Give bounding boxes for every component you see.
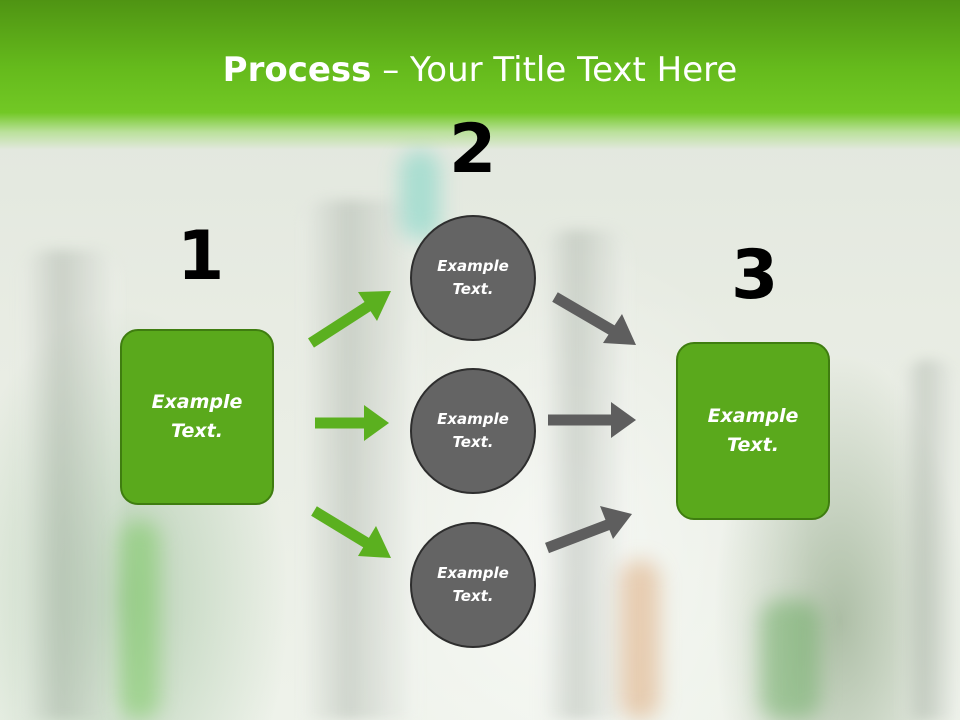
step-2-circle-top[interactable]: Example Text. (410, 215, 536, 341)
background-glow (400, 150, 440, 240)
header-band (0, 0, 960, 150)
background-tube (900, 360, 960, 720)
step-number-3[interactable]: 3 (731, 236, 779, 315)
arrow-left-middle (315, 405, 389, 441)
step-2-circle-bottom[interactable]: Example Text. (410, 522, 536, 648)
background-glow (620, 560, 660, 720)
page-title[interactable]: Process – Your Title Text Here (0, 50, 960, 90)
background-tube (300, 200, 420, 720)
background-glow (120, 520, 160, 720)
title-bold: Process (222, 50, 372, 90)
arrow-left-down (311, 506, 391, 558)
step-1-box[interactable]: Example Text. (120, 329, 274, 505)
arrow-right-up (545, 506, 632, 554)
arrow-right-down (552, 292, 636, 345)
background-tube (20, 250, 120, 720)
arrow-left-up (308, 291, 391, 348)
step-number-1[interactable]: 1 (177, 217, 225, 296)
step-3-box[interactable]: Example Text. (676, 342, 830, 520)
step-2-circle-middle[interactable]: Example Text. (410, 368, 536, 494)
step-number-2[interactable]: 2 (449, 110, 497, 189)
arrow-right-middle (548, 402, 636, 438)
title-rest: Your Title Text Here (410, 50, 738, 90)
background-glow (760, 600, 820, 720)
title-dash: – (371, 50, 411, 90)
